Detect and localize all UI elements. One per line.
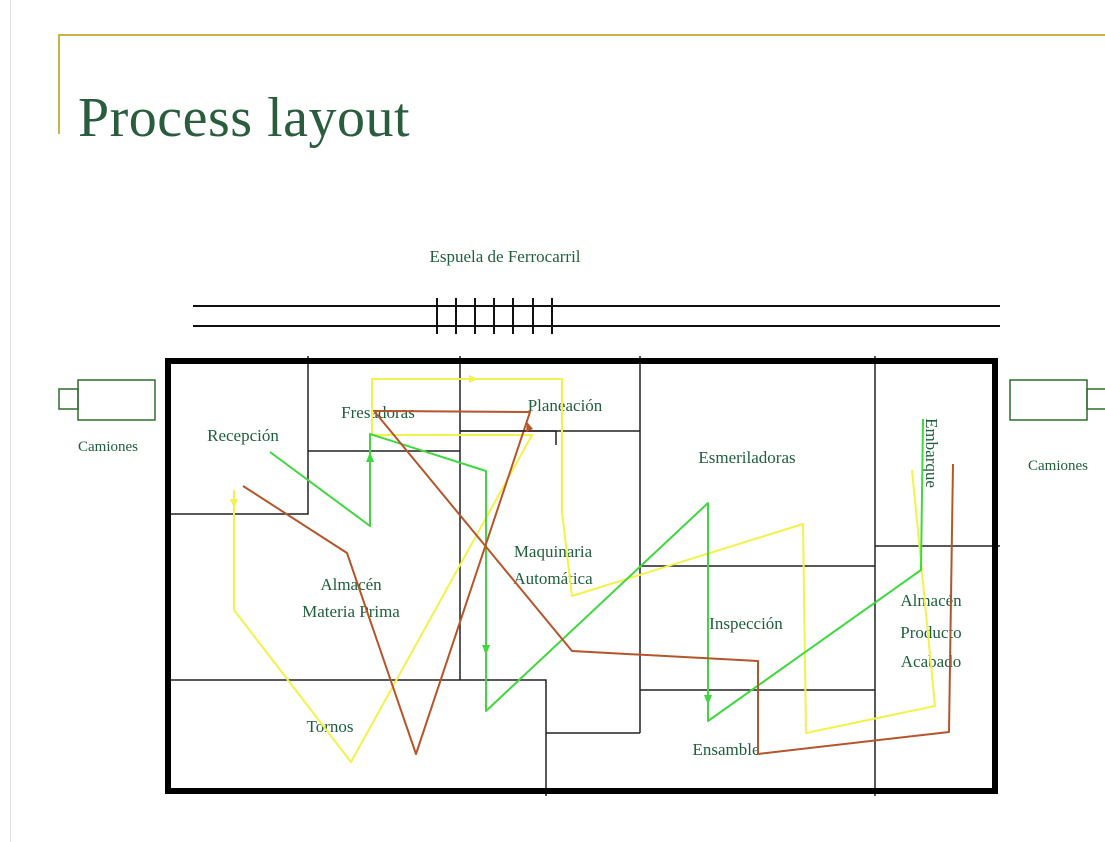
flow-arrowhead-icon bbox=[366, 452, 374, 462]
label-inspeccion: Inspección bbox=[709, 614, 783, 633]
planeacion-marker bbox=[460, 430, 557, 445]
truck-right-icon bbox=[1009, 379, 1105, 421]
railway-label: Espuela de Ferrocarril bbox=[429, 247, 580, 266]
flow-arrowhead-icon bbox=[230, 499, 238, 508]
label-maquinaria-line1: Maquinaria bbox=[514, 542, 593, 561]
flow-arrowhead-icon bbox=[526, 422, 533, 432]
truck-right-label: Camiones bbox=[1028, 458, 1088, 474]
flow-arrowhead-icon bbox=[469, 375, 478, 383]
title-accent-line-horizontal bbox=[58, 34, 1105, 36]
wall-tornos bbox=[168, 679, 547, 796]
label-embarque: Embarque bbox=[922, 418, 941, 488]
wall-recepcion bbox=[168, 356, 309, 515]
slide-title: Process layout bbox=[78, 87, 411, 149]
label-ensamble: Ensamble bbox=[692, 740, 759, 759]
label-maquinaria-line2: Automática bbox=[513, 569, 593, 588]
building-outline bbox=[165, 358, 998, 794]
label-almacen-pa-line2: Producto bbox=[900, 623, 961, 642]
slide-left-border bbox=[10, 0, 11, 842]
label-fresadoras: Fresadoras bbox=[341, 403, 415, 422]
railway-track bbox=[193, 305, 1000, 327]
flow-arrowheads bbox=[230, 375, 712, 705]
label-almacen-pa-line1: Almacén bbox=[900, 591, 962, 610]
label-planeacion: Planeación bbox=[528, 396, 603, 415]
label-tornos: Tornos bbox=[307, 717, 354, 736]
railway-ties bbox=[436, 298, 553, 334]
truck-left-icon bbox=[58, 379, 156, 421]
label-recepcion: Recepción bbox=[207, 426, 279, 445]
area-labels: Recepción Fresadoras Planeación Esmerila… bbox=[207, 396, 962, 759]
label-almacen-mp-line1: Almacén bbox=[320, 575, 382, 594]
label-esmeriladoras: Esmeriladoras bbox=[698, 448, 795, 467]
label-almacen-mp-line2: Materia Prima bbox=[302, 602, 400, 621]
material-flow-path-yellow bbox=[233, 378, 936, 763]
title-accent-line-vertical bbox=[58, 34, 60, 134]
flow-arrowhead-icon bbox=[482, 645, 490, 655]
material-flow-path-green bbox=[269, 418, 924, 722]
truck-left-label: Camiones bbox=[78, 439, 138, 455]
material-flow-path-brown bbox=[242, 410, 954, 755]
flow-arrowhead-icon bbox=[704, 695, 712, 705]
